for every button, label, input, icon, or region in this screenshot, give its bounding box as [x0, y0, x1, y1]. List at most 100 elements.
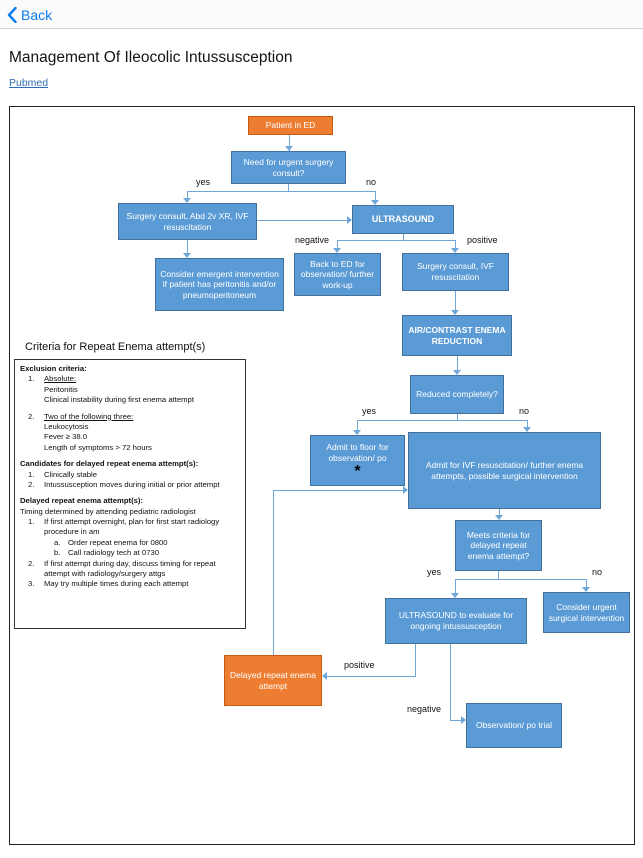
- flowchart: Patient in ED Need for urgent surgery co…: [9, 106, 635, 845]
- item-text: Intussusception moves during initial or …: [44, 479, 220, 489]
- arrowhead: [451, 310, 459, 315]
- item-number: 2.: [28, 558, 35, 568]
- arrowhead: [322, 672, 327, 680]
- arrowhead: [523, 427, 531, 432]
- criteria-subitem: Length of symptoms > 72 hours: [44, 442, 152, 452]
- node-back-to-ed: Back to ED for observation/ further work…: [294, 253, 381, 296]
- item-number: 2.: [28, 411, 35, 421]
- arrowhead: [353, 430, 361, 435]
- item-number: 1.: [28, 374, 35, 384]
- edge-label-yes: yes: [427, 567, 442, 577]
- item-number: 2.: [28, 479, 35, 489]
- node-delayed-repeat-enema: Delayed repeat enema attempt: [224, 655, 322, 706]
- item-text: If first attempt overnight, plan for fir…: [44, 517, 220, 537]
- connector-line: [455, 579, 456, 594]
- criteria-panel-title: Criteria for Repeat Enema attempt(s): [25, 341, 206, 353]
- item-text: May try multiple times during each attem…: [44, 579, 189, 589]
- arrowhead: [183, 198, 191, 203]
- pubmed-link[interactable]: Pubmed: [9, 77, 49, 89]
- connector-line: [357, 420, 528, 421]
- node-meets-criteria: Meets criteria for delayed repeat enema …: [455, 520, 542, 571]
- connector-line: [337, 240, 338, 249]
- item-text: Call radiology tech at 0730: [68, 548, 160, 558]
- item-number: 3.: [28, 579, 35, 589]
- criteria-candidates-heading: Candidates for delayed repeat enema atte…: [20, 459, 199, 469]
- node-ultrasound-evaluate: ULTRASOUND to evaluate for ongoing intus…: [385, 598, 527, 644]
- node-observation-po-trial: Observation/ po trial: [466, 703, 562, 748]
- arrowhead: [453, 370, 461, 375]
- node-admit-ivf: Admit for IVF resuscitation/ further ene…: [408, 432, 601, 509]
- node-enema-reduction: AIR/CONTRAST ENEMA REDUCTION: [402, 315, 512, 356]
- criteria-subitem: b. Call radiology tech at 0730: [20, 548, 240, 558]
- connector-line: [187, 191, 376, 192]
- criteria-item: 2. Two of the following three:: [20, 412, 240, 422]
- connector-line: [455, 579, 587, 580]
- top-navigation-bar: Back: [0, 0, 643, 29]
- connector-line: [187, 240, 188, 254]
- criteria-item: 2. Intussusception moves during initial …: [20, 480, 240, 490]
- arrowhead: [403, 486, 408, 494]
- edge-label-positive: positive: [344, 660, 375, 670]
- back-label: Back: [21, 7, 53, 23]
- connector-line: [357, 420, 358, 431]
- node-patient-in-ed: Patient in ED: [248, 116, 333, 135]
- arrowhead: [347, 216, 352, 224]
- connector-line: [586, 579, 587, 588]
- edge-label-negative: negative: [295, 235, 330, 245]
- arrowhead: [461, 716, 466, 724]
- edge-label-no: no: [592, 567, 603, 577]
- item-text: Absolute:: [44, 374, 77, 384]
- item-number: 1.: [28, 469, 35, 479]
- arrowhead: [582, 587, 590, 592]
- criteria-subitem: Fever ≥ 38.0: [44, 432, 88, 442]
- criteria-subitem: Peritonitis: [44, 384, 78, 394]
- connector-line: [337, 240, 456, 241]
- arrowhead: [495, 515, 503, 520]
- connector-line: [289, 135, 290, 151]
- criteria-item: 1. Absolute:: [20, 374, 240, 384]
- item-text: If first attempt during day, discuss tim…: [44, 558, 216, 579]
- criteria-item: 2. If first attempt during day, discuss …: [20, 559, 240, 580]
- node-admit-floor: Admit to floor for observation/ po *: [310, 435, 405, 486]
- item-number: b.: [54, 548, 61, 558]
- node-surgery-consult-xr: Surgery consult, Abd 2v XR, IVF resuscit…: [118, 203, 257, 240]
- node-ultrasound: ULTRASOUND: [352, 205, 454, 234]
- node-reduced-completely: Reduced completely?: [410, 375, 504, 414]
- connector-line: [273, 490, 404, 491]
- edge-label-negative: negative: [407, 704, 442, 714]
- node-urgent-surgical-intervention: Consider urgent surgical intervention: [543, 592, 630, 633]
- item-text: Two of the following three:: [44, 411, 134, 421]
- arrowhead: [451, 593, 459, 598]
- connector-line: [450, 720, 462, 721]
- criteria-subitem: Leukocytosis: [44, 421, 89, 431]
- node-label: Admit to floor for observation/ po: [326, 442, 389, 464]
- connector-line: [455, 240, 456, 249]
- node-emergent-intervention: Consider emergent intervention if patien…: [155, 258, 284, 311]
- criteria-item: 1. If first attempt overnight, plan for …: [20, 517, 240, 538]
- connector-line: [499, 509, 500, 516]
- node-urgent-surgery-consult: Need for urgent surgery consult?: [231, 151, 346, 184]
- item-number: a.: [54, 537, 61, 547]
- connector-line: [257, 220, 348, 221]
- connector-line: [455, 291, 456, 311]
- criteria-delayed-heading: Delayed repeat enema attempt(s):: [20, 496, 144, 506]
- edge-label-yes: yes: [362, 406, 377, 416]
- connector-line: [457, 356, 458, 371]
- back-button[interactable]: Back: [7, 4, 52, 26]
- arrowhead: [333, 248, 341, 253]
- arrowhead: [183, 253, 191, 258]
- connector-line: [187, 191, 188, 199]
- edge-label-no: no: [519, 406, 530, 416]
- item-text: Order repeat enema for 0800: [68, 537, 168, 547]
- node-surgery-consult-ivf: Surgery consult, IVF resuscitation: [402, 253, 509, 291]
- edge-label-yes: yes: [196, 177, 211, 187]
- connector-line: [273, 490, 274, 655]
- footnote-asterisk: *: [354, 462, 361, 480]
- connector-line: [403, 234, 404, 241]
- arrowhead: [371, 200, 379, 205]
- criteria-item: 3. May try multiple times during each at…: [20, 579, 240, 589]
- item-text: Clinically stable: [44, 469, 97, 479]
- criteria-subitem: Clinical instability during first enema …: [44, 395, 194, 405]
- page-title: Management Of Ileocolic Intussusception: [9, 49, 293, 66]
- connector-line: [375, 191, 376, 201]
